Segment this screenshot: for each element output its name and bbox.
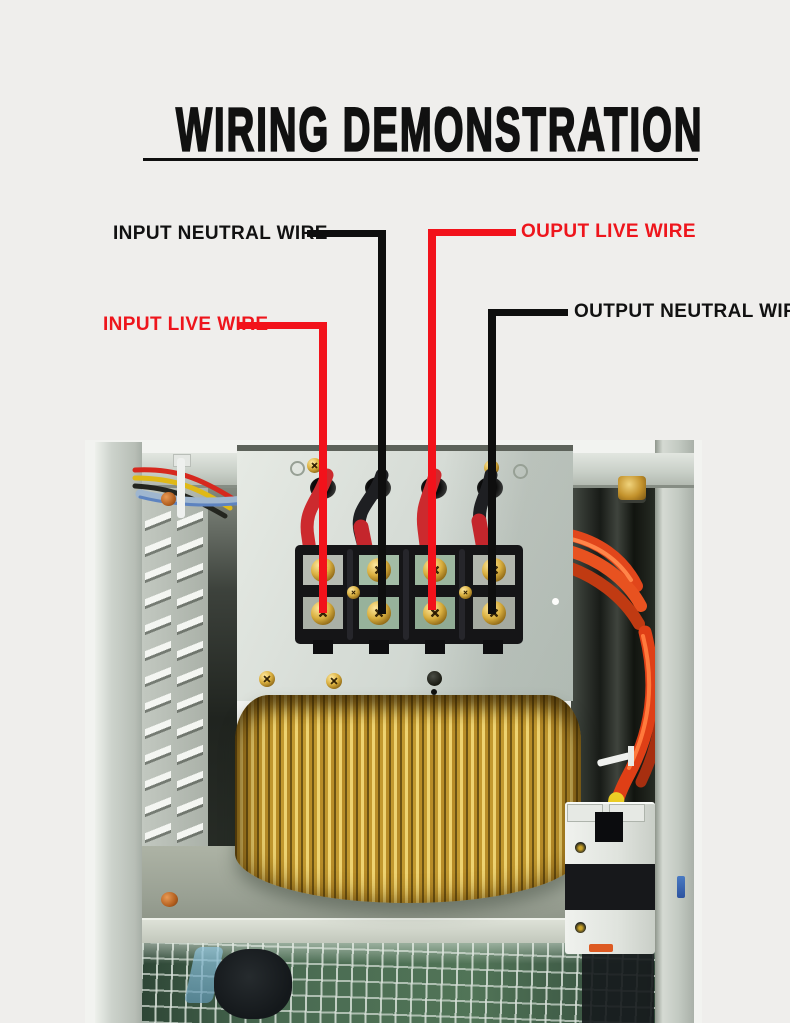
panel-dot: [552, 598, 559, 605]
panel-screw-black: [427, 671, 442, 686]
contactor-label-edge: [589, 944, 613, 952]
cable-tie-tail: [628, 746, 634, 766]
mesh-base: [142, 943, 694, 1023]
caster-wheel-left: [214, 949, 292, 1019]
panel-hole: [290, 461, 305, 476]
terminal-mount-tab: [425, 640, 445, 654]
copper-bolt: [161, 492, 176, 506]
label-input-neutral-wire: INPUT NEUTRAL WIRE: [113, 223, 328, 244]
stabilizer-photo: [85, 440, 702, 1023]
brass-fitting: [618, 476, 646, 500]
page-title: WIRING DEMONSTRATION: [175, 95, 704, 165]
input-neutral-connector-line: [307, 230, 386, 237]
terminal-small-screw: [347, 586, 360, 599]
frame-left-post: [95, 442, 142, 1023]
panel-screw: [326, 673, 342, 689]
terminal-small-screw: [459, 586, 472, 599]
contactor-black-band: [565, 864, 655, 910]
panel-screw: [259, 671, 275, 687]
contactor-recess: [595, 812, 623, 842]
label-ouput-live-wire: OUPUT LIVE WIRE: [521, 221, 696, 242]
blue-clip: [677, 876, 685, 898]
panel-screw: [307, 458, 322, 473]
interior-shadow-left: [208, 482, 237, 912]
terminal-mount-tab: [369, 640, 389, 654]
panel-dot: [431, 689, 437, 695]
terminal-mount-tab: [483, 640, 503, 654]
terminal-block: [295, 545, 523, 654]
input-live-connector-line: [239, 322, 327, 329]
output-neutral-connector-line: [488, 309, 568, 316]
cable-tie: [177, 458, 185, 518]
shelf-bolt: [161, 892, 178, 907]
frame-right-post: [655, 440, 694, 1023]
contactor-screw-hole: [575, 842, 586, 853]
toroidal-transformer-coil: [235, 695, 581, 903]
caster-wheel-right: [582, 943, 654, 1023]
input-neutral-pointer-line: [378, 230, 386, 614]
label-input-live-wire: INPUT LIVE WIRE: [103, 314, 269, 335]
ouput-live-pointer-line: [428, 229, 436, 610]
terminal-divider: [403, 549, 409, 640]
terminal-mount-tab: [313, 640, 333, 654]
title-underline: [143, 158, 698, 161]
ouput-live-connector-line: [428, 229, 516, 236]
input-live-pointer-line: [319, 322, 327, 613]
label-output-neutral-wire: OUTPUT NEUTRAL WIRE: [574, 301, 790, 322]
output-neutral-pointer-line: [488, 309, 496, 614]
contactor-module: [565, 802, 655, 954]
contactor-screw-hole: [575, 922, 586, 933]
panel-hole: [513, 464, 528, 479]
